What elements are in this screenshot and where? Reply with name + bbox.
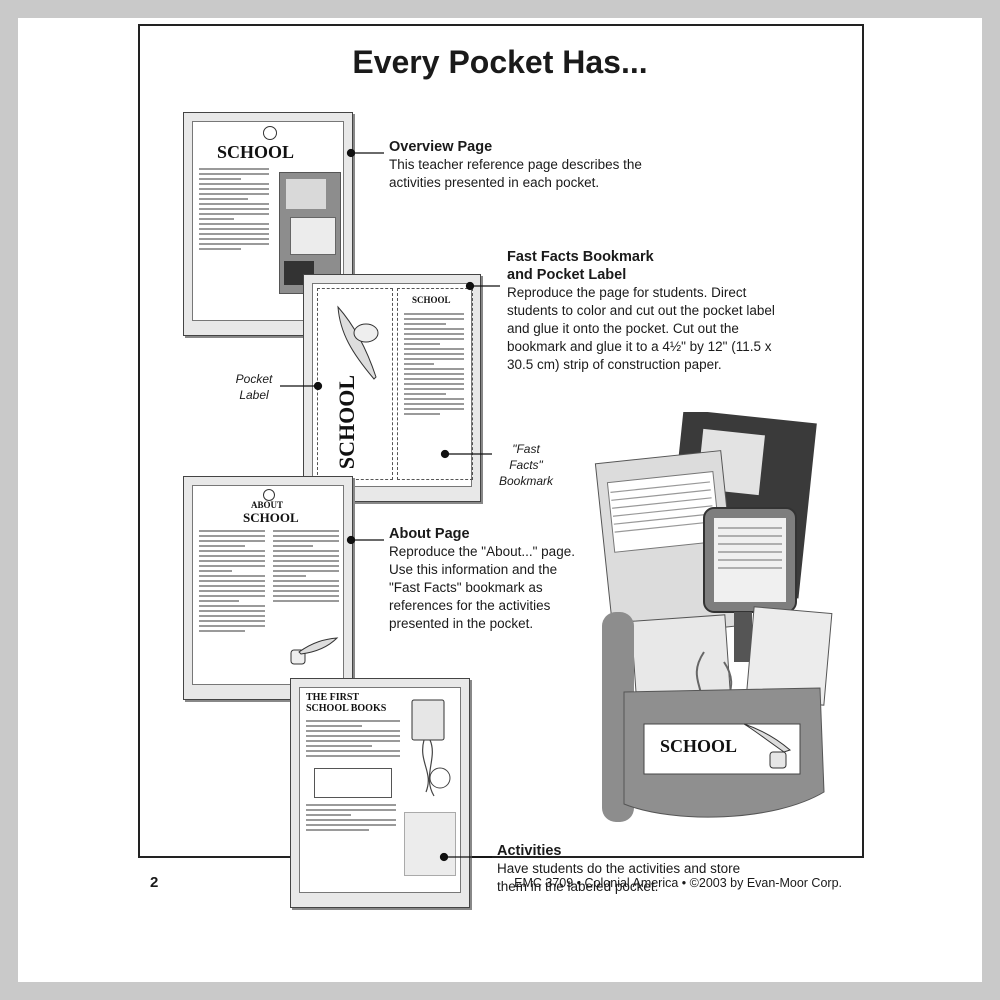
fast-facts-body: Reproduce the page for students. Direct … [507, 285, 775, 372]
page-number: 2 [150, 874, 159, 891]
page-title: Every Pocket Has... [352, 44, 648, 80]
overview-collage-image [279, 172, 341, 294]
activity-thumb-title: THE FIRST SCHOOL BOOKS [306, 692, 387, 714]
footer-credit: EMC 3709 • Colonial America • ©2003 by E… [514, 876, 842, 890]
about-body: Reproduce the "About..." page. Use this … [389, 544, 575, 631]
pocket-photo-label: SCHOOL [660, 736, 738, 756]
pocket-photo: SCHOOL [594, 409, 840, 838]
alphabet-box [314, 768, 392, 798]
overview-thumb-title: SCHOOL [217, 142, 295, 162]
overview-heading: Overview Page [389, 139, 493, 155]
about-thumb-small: ABOUT [251, 500, 284, 510]
hornbook-illustration [404, 692, 458, 802]
materials-box [404, 812, 456, 876]
emblem-icon [263, 126, 277, 140]
pocket-label-caption: Pocket Label [235, 372, 273, 402]
about-thumb-title: SCHOOL [243, 510, 299, 525]
fast-facts-bookmark-caption: "Fast Facts" Bookmark [498, 442, 554, 488]
emblem-icon [263, 489, 275, 501]
bookmark-thumb-title: SCHOOL [412, 295, 451, 305]
fast-facts-heading: Fast Facts Bookmark and Pocket Label [507, 249, 654, 283]
activities-body: Have students do the activities and stor… [497, 861, 741, 894]
overview-body: This teacher reference page describes th… [389, 157, 642, 190]
inkwell-quill-icon [289, 636, 339, 666]
bookmark-strip: SCHOOL [397, 288, 473, 480]
about-page-thumbnail: ABOUT SCHOOL [183, 476, 353, 700]
activities-heading: Activities [497, 843, 562, 859]
about-heading: About Page [389, 526, 470, 542]
quill-icon [332, 303, 382, 383]
activity-page-thumbnail: THE FIRST SCHOOL BOOKS [290, 678, 470, 908]
